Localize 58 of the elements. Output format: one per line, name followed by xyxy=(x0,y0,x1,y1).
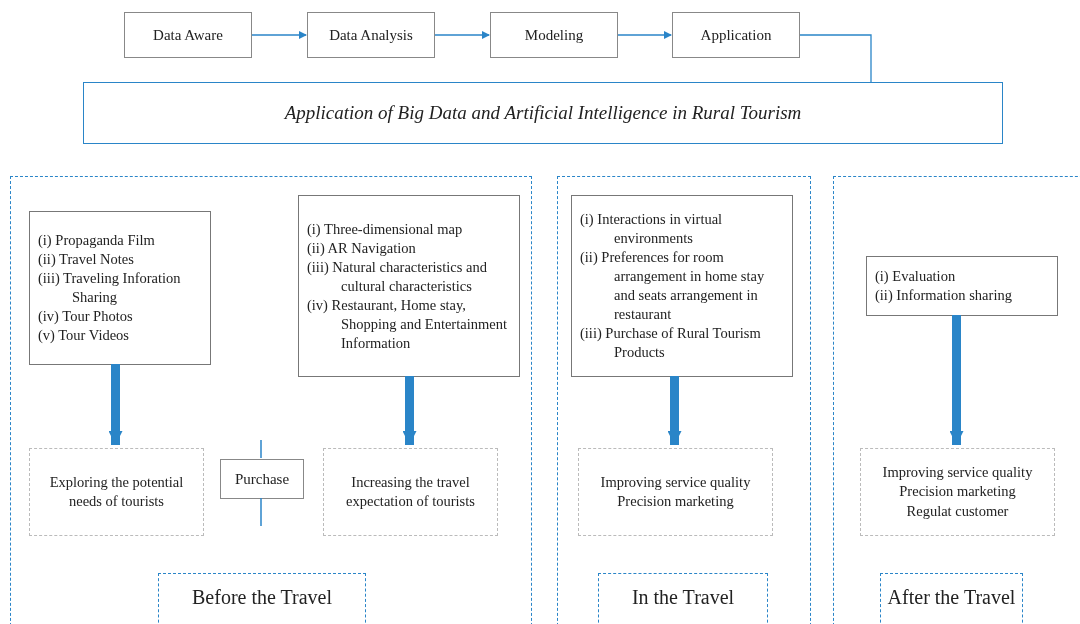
list-box xyxy=(298,195,520,377)
list-item: (v) Tour Videos xyxy=(38,326,130,345)
process-box xyxy=(672,12,800,58)
box-label: In the Travel xyxy=(631,586,735,609)
phase-panel xyxy=(833,176,1080,624)
process-box xyxy=(124,12,252,58)
box-label: Improving service quality xyxy=(600,472,751,492)
list-item: (iii) Traveling Inforation Sharing xyxy=(38,269,182,307)
outcome-box xyxy=(860,448,1055,536)
arrow xyxy=(251,31,307,39)
box-label: Regulat customer xyxy=(906,501,1009,521)
phase-panel xyxy=(557,176,811,624)
list-item: (iv) Tour Photos xyxy=(38,307,134,326)
title-banner xyxy=(83,82,1003,144)
list-item: (iv) Restaurant, Home stay, Shopping and Entertainment Information xyxy=(307,295,508,353)
box-label: Increasing the travel expectation of tourists xyxy=(345,472,476,511)
box-label: Data Aware xyxy=(153,26,223,44)
list-item: (ii) Preferences for room arrangement in home stay and seats arrangement in restaurant xyxy=(580,248,766,324)
outcome-box xyxy=(29,448,204,536)
process-box xyxy=(490,12,618,58)
box-label: Data Analysis xyxy=(329,26,413,44)
list-item: (i) Evaluation xyxy=(875,267,957,286)
box-label: Modeling xyxy=(524,26,584,44)
list-box xyxy=(571,195,793,377)
thick-arrow xyxy=(402,376,417,445)
list-item: (ii) Travel Notes xyxy=(38,250,135,269)
thick-arrow xyxy=(949,315,964,445)
thick-arrow xyxy=(108,364,123,445)
box-label: Purchase xyxy=(234,470,290,488)
box-label: Exploring the potential needs of tourists xyxy=(48,472,185,511)
list-item: (i) Three-dimensional map xyxy=(307,219,464,239)
box-label: Precision marketing xyxy=(617,492,734,511)
list-item: (iii) Natural characteristics and cultural characteristics xyxy=(307,257,488,296)
list-item: (iii) Purchase of Rural Tourism Products xyxy=(580,324,762,362)
process-box xyxy=(220,459,304,499)
outcome-box xyxy=(578,448,773,536)
list-box xyxy=(29,211,211,365)
box-label: Before the Travel xyxy=(192,586,332,609)
list-item: (i) Propaganda Film xyxy=(38,231,156,250)
phase-label-box xyxy=(158,573,366,624)
connector-line xyxy=(799,34,872,83)
phase-label-box xyxy=(880,573,1023,624)
arrow xyxy=(617,31,672,39)
list-item: (ii) AR Navigation xyxy=(307,238,417,258)
list-box xyxy=(866,256,1058,316)
thick-arrow xyxy=(667,376,682,445)
list-item: (ii) Information sharing xyxy=(875,286,1013,305)
box-label: After the Travel xyxy=(887,586,1016,609)
list-item: (i) Interactions in virtual environments xyxy=(580,210,724,248)
box-label: Improving service quality xyxy=(882,462,1033,482)
outcome-box xyxy=(323,448,498,536)
process-box xyxy=(307,12,435,58)
box-label: Precision marketing xyxy=(899,482,1016,502)
box-label: Application xyxy=(700,26,772,44)
phase-label-box xyxy=(598,573,768,624)
arrow xyxy=(434,31,490,39)
box-label: Application of Big Data and Artificial Intelligence in Rural Tourism xyxy=(284,102,802,124)
phase-panel xyxy=(10,176,532,624)
